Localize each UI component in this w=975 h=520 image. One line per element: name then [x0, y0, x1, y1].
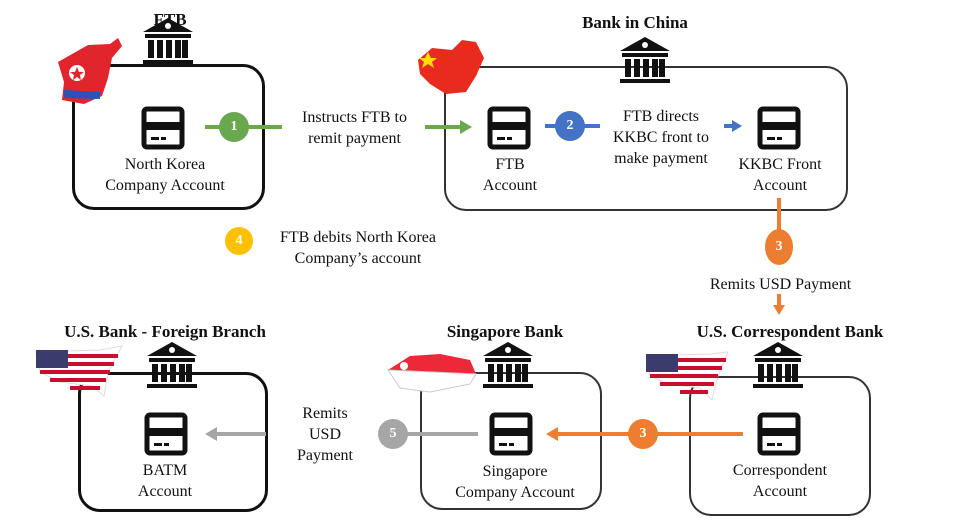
account-card-icon	[760, 415, 798, 453]
step-1-badge: 1	[219, 112, 249, 142]
step-3b-badge: 3	[628, 419, 658, 449]
batm-account-label: BATM Account	[137, 462, 193, 500]
account-card-icon	[490, 109, 528, 147]
bank-icon	[143, 18, 193, 64]
step-5-badge: 5	[378, 419, 408, 449]
account-card-icon	[144, 109, 182, 147]
singapore-bank-title: Singapore Bank	[446, 322, 564, 341]
usa-flag-icon	[35, 345, 123, 397]
step-2-badge: 2	[555, 111, 585, 141]
us-branch-title: U.S. Bank - Foreign Branch	[64, 322, 266, 341]
step-5-text: Remits USD Payment	[297, 405, 353, 464]
singapore-account-label: Singapore Company Account	[455, 463, 575, 501]
ftb-bank-box	[72, 64, 265, 210]
ftb-account-label: North Korea Company Account	[105, 156, 225, 194]
step1-arrow	[460, 120, 472, 134]
step-3-text: Remits USD Payment	[709, 276, 852, 293]
bank-icon	[147, 342, 197, 388]
step3b-arrow	[546, 427, 558, 441]
step-3-badge: 3	[765, 229, 793, 265]
step-4-badge: 4	[225, 227, 253, 255]
china-flag-icon	[418, 40, 484, 94]
step3-arrow	[773, 305, 785, 315]
account-card-icon	[147, 415, 185, 453]
usa-flag-icon	[645, 351, 729, 401]
bank-icon	[753, 342, 803, 388]
china-bank-title: Bank in China	[582, 13, 688, 32]
north-korea-flag-icon	[58, 38, 122, 104]
step-2-text: FTB directs KKBC front to make payment	[613, 108, 709, 167]
kkbc-front-account-label: KKBC Front Account	[738, 156, 822, 194]
bank-icon	[483, 342, 533, 388]
step-4-text: FTB debits North Korea Company’s account	[280, 229, 436, 267]
step5-arrow	[205, 427, 217, 441]
singapore-flag-icon	[387, 354, 477, 393]
step-1-text: Instructs FTB to remit payment	[302, 109, 407, 147]
correspondent-account-label: Correspondent Account	[732, 462, 828, 500]
us-correspondent-title: U.S. Correspondent Bank	[696, 322, 884, 341]
bank-icon	[620, 37, 670, 83]
step2-arrow	[732, 120, 742, 132]
china-ftb-account-label: FTB Account	[482, 156, 538, 194]
account-card-icon	[760, 109, 798, 147]
account-card-icon	[492, 415, 530, 453]
